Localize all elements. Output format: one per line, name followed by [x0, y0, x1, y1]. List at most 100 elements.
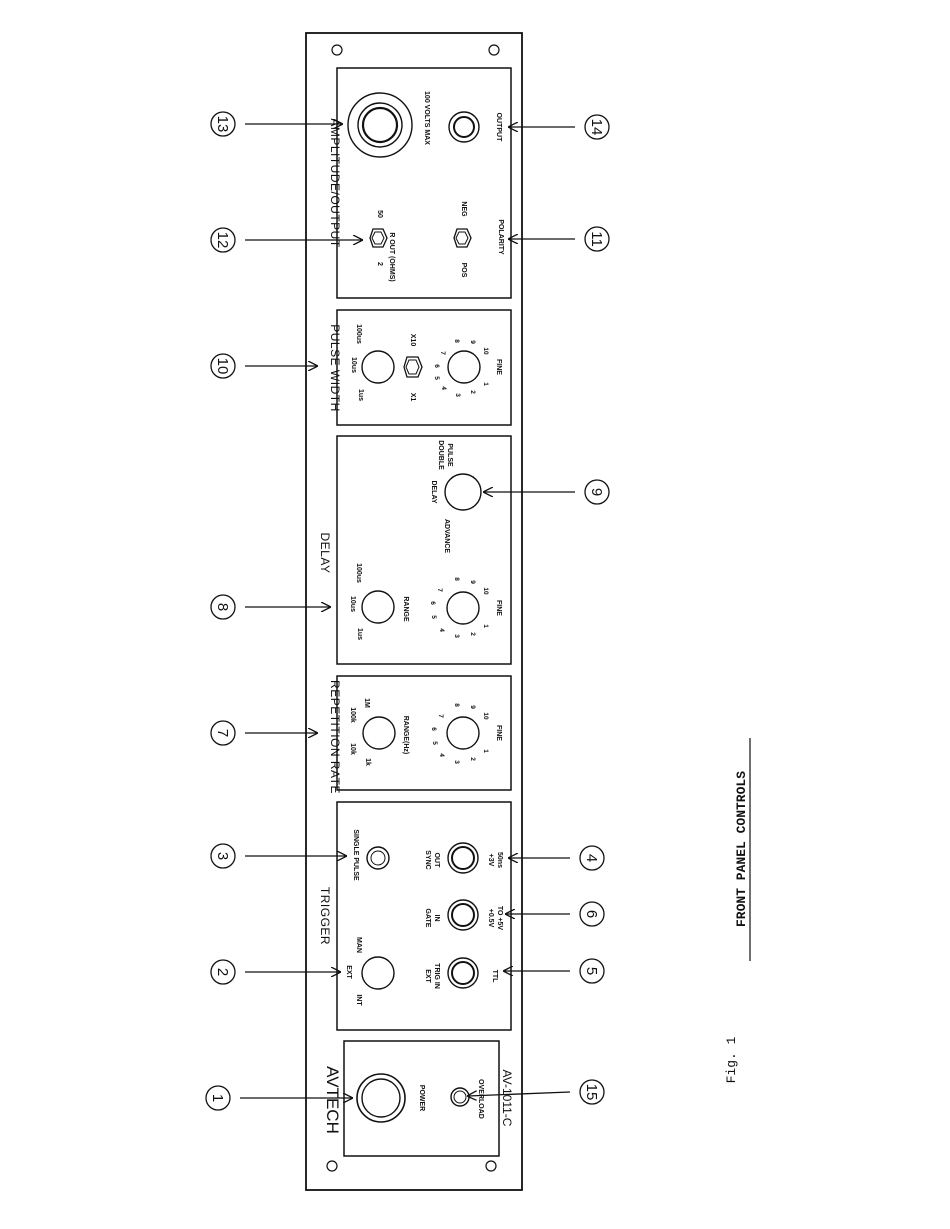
trigger-ext-label: EXT [345, 965, 352, 979]
gate-level-label-1: +0.5V [487, 909, 494, 928]
repetition-rate-section [336, 675, 512, 791]
pw-fine-label: FINE [495, 359, 502, 375]
rep-100k-label: 100k [349, 707, 356, 723]
delay-title: DELAY [318, 533, 332, 574]
rout-50-label: 50 [376, 210, 383, 218]
callout-15: 15 [468, 1079, 605, 1105]
pw-10us-label: 10us [350, 357, 357, 373]
trigger-int-label: INT [355, 994, 362, 1006]
callout-6-text: 6 [583, 910, 600, 918]
callout-2: 2 [210, 959, 340, 985]
polarity-label: POLARITY [497, 219, 504, 255]
pw-dial-7: 7 [439, 351, 446, 355]
pw-dial-numbers: 1 2 3 4 5 6 7 8 9 10 [433, 339, 489, 397]
neg-label: NEG [460, 201, 467, 217]
sync-out-label-1: SYNC [424, 850, 431, 869]
callout-15-text: 15 [583, 1084, 600, 1101]
callout-12: 12 [210, 227, 362, 253]
delay-range-knob[interactable] [361, 590, 395, 624]
ext-trig-in-label-2: TRIG IN [433, 963, 440, 989]
delay-dial-2: 2 [469, 632, 476, 636]
callout-8: 8 [210, 594, 330, 620]
output-connector[interactable] [448, 111, 480, 143]
sync-level-label-2: 50ns [496, 852, 503, 868]
callout-3: 3 [210, 843, 346, 869]
panel-outline [305, 32, 523, 1191]
brand-label: AVTECH [323, 1066, 342, 1134]
single-pulse-button[interactable] [366, 846, 390, 870]
callout-9: 9 [484, 479, 610, 505]
mount-hole [485, 1160, 497, 1172]
callout-11-circle [584, 226, 610, 252]
amplitude-knob-ring [361, 106, 399, 144]
callout-4-text: 4 [583, 854, 600, 862]
volts-max-label: 100 VOLTS MAX [423, 91, 430, 145]
pw-dial-6: 6 [433, 364, 440, 368]
pulse-width-fine-knob[interactable] [447, 350, 481, 384]
delay-fine-knob[interactable] [446, 591, 480, 625]
pw-100us-label: 100us [355, 324, 362, 344]
figure-title: FRONT PANEL CONTROLS [734, 771, 749, 927]
callout-15-circle [579, 1079, 605, 1105]
rep-1m-label: 1M [363, 698, 370, 708]
delay-direction-label: DELAY [430, 480, 437, 503]
rep-dial-4: 4 [438, 753, 445, 757]
callout-7-circle [210, 720, 236, 746]
delay-dial-8: 8 [453, 577, 460, 581]
output-label: OUTPUT [495, 113, 502, 143]
trigger-mode-knob[interactable] [361, 956, 395, 990]
callout-12-circle [210, 227, 236, 253]
rep-dial-3: 3 [453, 760, 460, 764]
rep-dial-8: 8 [453, 703, 460, 707]
rep-1k-label: 1k [364, 758, 371, 766]
delay-section [336, 435, 512, 665]
gate-in-label-2: IN [433, 915, 440, 922]
callout-7: 7 [210, 720, 317, 746]
rep-dial-numbers: 1 2 3 4 5 6 7 8 9 10 [430, 703, 489, 764]
overload-label: OVERLOAD [477, 1079, 484, 1119]
delay-dial-5: 5 [430, 615, 437, 619]
rep-rate-range-knob[interactable] [362, 716, 396, 750]
ext-trig-in-connector[interactable] [447, 957, 479, 989]
power-switch[interactable] [356, 1073, 406, 1123]
pw-dial-10: 10 [482, 347, 489, 355]
callout-11-text: 11 [588, 231, 605, 247]
delay-dial-3: 3 [453, 634, 460, 638]
callout-13: 13 [210, 111, 342, 137]
sync-level-label-1: +3V [487, 854, 494, 867]
callout-7-text: 7 [214, 729, 231, 737]
polarity-switch[interactable] [453, 228, 472, 248]
gate-in-connector-inner [451, 903, 475, 927]
callout-12-text: 12 [214, 232, 231, 249]
rout-2-label: 2 [376, 262, 383, 266]
amplitude-knob[interactable] [347, 92, 413, 158]
rep-fine-label: FINE [495, 725, 502, 741]
callout-5-circle [579, 958, 605, 984]
rout-switch[interactable] [369, 228, 388, 248]
callout-8-text: 8 [214, 603, 231, 611]
pw-x1-x10-switch[interactable] [403, 356, 423, 378]
pulse-width-range-knob[interactable] [361, 350, 395, 384]
output-connector-inner [453, 116, 475, 138]
callout-6: 6 [506, 901, 605, 927]
pw-dial-9: 9 [469, 340, 476, 344]
rep-rate-fine-knob[interactable] [446, 716, 480, 750]
gate-in-connector[interactable] [447, 899, 479, 931]
amplitude-output-title: AMPLITUDE/OUTPUT [328, 118, 342, 248]
ttl-label: TTL [491, 970, 498, 984]
pw-dial-8: 8 [453, 339, 460, 343]
sync-out-connector[interactable] [447, 842, 479, 874]
sync-out-label-2: OUT [433, 853, 440, 869]
pw-1us-label: 1us [357, 389, 364, 401]
polarity-switch-inner [455, 231, 469, 245]
callout-14: 14 [509, 114, 610, 140]
amplitude-knob-inner [357, 102, 403, 148]
callout-14-circle [584, 114, 610, 140]
trigger-title: TRIGGER [318, 887, 332, 945]
single-pulse-button-inner [370, 850, 386, 866]
sync-out-connector-inner [451, 846, 475, 870]
rout-label: R OUT (OHMS) [388, 232, 395, 281]
double-pulse-knob[interactable] [444, 473, 482, 511]
rep-dial-5: 5 [431, 741, 438, 745]
